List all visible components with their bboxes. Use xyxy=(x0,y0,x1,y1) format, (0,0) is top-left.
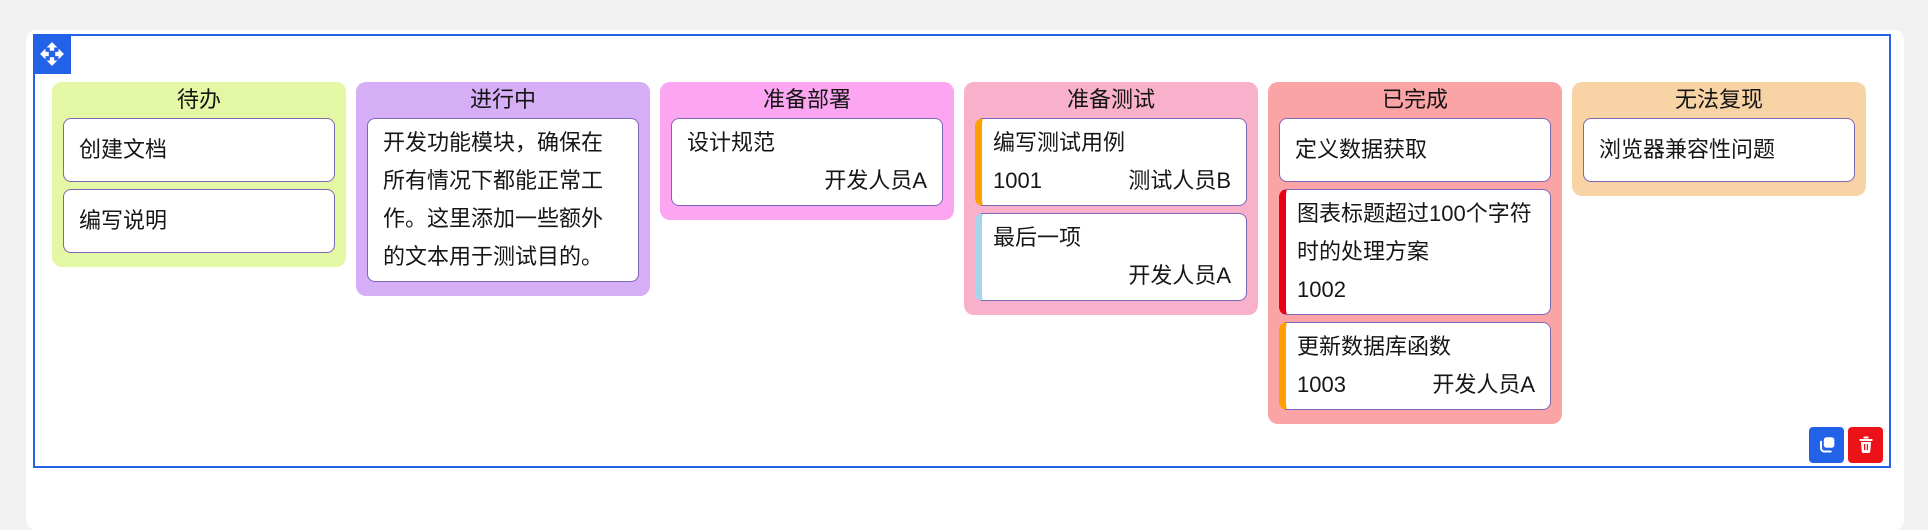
kanban-card[interactable]: 图表标题超过100个字符时的处理方案 1002 xyxy=(1279,189,1551,315)
card-assignee: 开发人员A xyxy=(1432,371,1535,397)
column-title: 待办 xyxy=(176,87,221,112)
kanban-column-2: 进行中 开发功能模块，确保在所有情况下都能正常工作。这里添加一些额外的文本用于测… xyxy=(356,82,650,296)
kanban-card[interactable]: 编写说明 xyxy=(63,189,335,253)
card-title: 开发功能模块，确保在所有情况下都能正常工作。这里添加一些额外的文本用于测试目的。 xyxy=(383,130,604,269)
card-assignee: 开发人员A xyxy=(1128,262,1231,288)
kanban-card[interactable]: 更新数据库函数 1003 开发人员A xyxy=(1279,321,1551,410)
column-cards: 创建文档 编写说明 xyxy=(52,118,346,253)
trash-icon xyxy=(1858,436,1873,454)
card-id: 1001 xyxy=(993,167,1042,193)
drag-handle[interactable] xyxy=(33,34,71,74)
column-cards: 编写测试用例 1001 测试人员B 最后一项 开发人员A xyxy=(964,118,1258,301)
kanban-card[interactable]: 浏览器兼容性问题 xyxy=(1583,118,1855,182)
duplicate-button[interactable] xyxy=(1809,427,1844,463)
delete-button[interactable] xyxy=(1848,427,1883,463)
column-title: 准备测试 xyxy=(1066,87,1155,112)
column-title: 准备部署 xyxy=(762,87,851,112)
kanban-column-5: 已完成 定义数据获取 图表标题超过100个字符时的处理方案 1002 更新数据库… xyxy=(1268,82,1562,424)
card-meta: 开发人员A xyxy=(993,257,1231,295)
kanban-card[interactable]: 最后一项 开发人员A xyxy=(975,212,1247,301)
column-title: 进行中 xyxy=(469,87,536,112)
kanban-card[interactable]: 设计规范 开发人员A xyxy=(671,118,943,206)
kanban-card[interactable]: 定义数据获取 xyxy=(1279,118,1551,182)
card-meta: 1002 xyxy=(1297,271,1535,309)
card-title: 更新数据库函数 xyxy=(1297,333,1452,359)
card-meta: 开发人员A xyxy=(687,162,927,200)
card-title: 设计规范 xyxy=(687,130,776,155)
card-meta: 1003 开发人员A xyxy=(1297,366,1535,404)
kanban-board: 待办 创建文档 编写说明 进行中 开发功能模块，确保在所有情况下都能正常工作。这… xyxy=(35,82,1889,424)
canvas-panel: 待办 创建文档 编写说明 进行中 开发功能模块，确保在所有情况下都能正常工作。这… xyxy=(26,30,1904,530)
kanban-column-1: 待办 创建文档 编写说明 xyxy=(52,82,346,267)
column-title: 已完成 xyxy=(1381,87,1448,112)
card-meta: 1001 测试人员B xyxy=(993,162,1231,200)
card-title: 编写测试用例 xyxy=(993,130,1126,155)
kanban-column-4: 准备测试 编写测试用例 1001 测试人员B 最后一项 开发人员A xyxy=(964,82,1258,315)
move-icon xyxy=(40,42,64,66)
card-title: 创建文档 xyxy=(79,137,168,162)
card-id: 1002 xyxy=(1297,276,1346,302)
kanban-card[interactable]: 创建文档 xyxy=(63,118,335,182)
card-assignee: 开发人员A xyxy=(824,167,927,193)
column-cards: 设计规范 开发人员A xyxy=(660,118,954,206)
card-title: 浏览器兼容性问题 xyxy=(1599,137,1776,162)
column-cards: 定义数据获取 图表标题超过100个字符时的处理方案 1002 更新数据库函数 1… xyxy=(1268,118,1562,410)
kanban-column-6: 无法复现 浏览器兼容性问题 xyxy=(1572,82,1866,196)
card-title: 图表标题超过100个字符时的处理方案 xyxy=(1297,201,1532,264)
column-title: 无法复现 xyxy=(1674,87,1763,112)
copy-icon xyxy=(1819,437,1834,453)
card-title: 定义数据获取 xyxy=(1295,137,1428,162)
kanban-column-3: 准备部署 设计规范 开发人员A xyxy=(660,82,954,220)
kanban-widget[interactable]: 待办 创建文档 编写说明 进行中 开发功能模块，确保在所有情况下都能正常工作。这… xyxy=(33,34,1891,468)
card-assignee: 测试人员B xyxy=(1128,167,1231,193)
widget-actions xyxy=(1809,427,1883,463)
column-cards: 浏览器兼容性问题 xyxy=(1572,118,1866,182)
card-id: 1003 xyxy=(1297,371,1346,397)
kanban-card[interactable]: 开发功能模块，确保在所有情况下都能正常工作。这里添加一些额外的文本用于测试目的。 xyxy=(367,118,639,282)
card-title: 最后一项 xyxy=(993,224,1082,250)
kanban-card[interactable]: 编写测试用例 1001 测试人员B xyxy=(975,118,1247,206)
column-cards: 开发功能模块，确保在所有情况下都能正常工作。这里添加一些额外的文本用于测试目的。 xyxy=(356,118,650,282)
card-title: 编写说明 xyxy=(79,208,168,233)
